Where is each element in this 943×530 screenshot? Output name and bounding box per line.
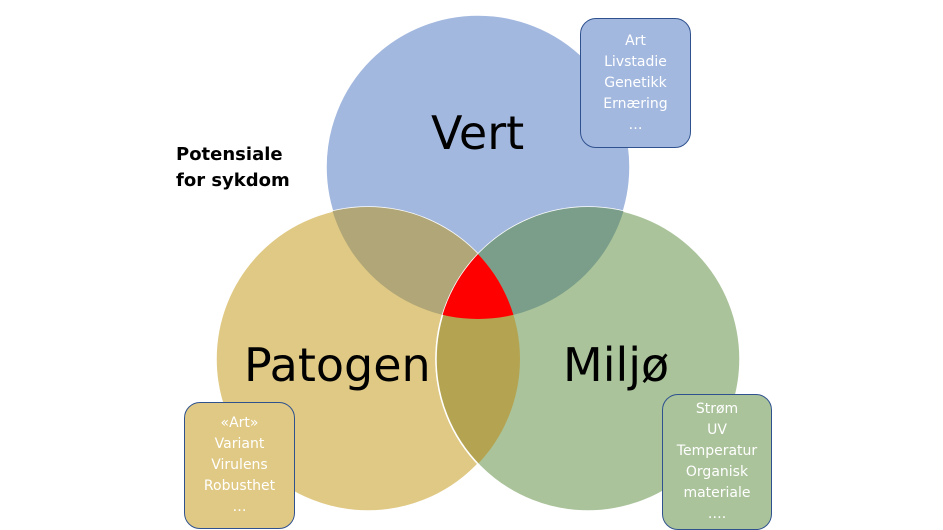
overlap-vert-miljo (436, 207, 630, 319)
box-item: …. (707, 506, 727, 522)
box-item: Ernæring (603, 95, 668, 112)
box-item: Strøm (695, 401, 739, 417)
box-item: Livstadie (604, 53, 667, 70)
box-item: Virulens (211, 457, 268, 473)
host-factors-box: Art Livstadie Genetikk Ernæring … (580, 18, 691, 148)
environment-factors-box: Strøm UV Temperatur Organisk materiale …… (662, 394, 772, 530)
pathogen-factors-box: «Art» Variant Virulens Robusthet … (184, 402, 295, 529)
box-item: … (232, 499, 247, 515)
box-item: Art (625, 32, 646, 49)
disease-potential-caption: Potensiale for sykdom (176, 142, 290, 194)
box-item: Genetikk (604, 74, 667, 91)
label-patogen: Patogen (244, 338, 431, 392)
box-item: materiale (683, 485, 751, 501)
label-vert: Vert (431, 106, 525, 160)
caption-line-2: for sykdom (176, 170, 290, 191)
box-item: «Art» (220, 415, 259, 431)
caption-line-1: Potensiale (176, 144, 283, 165)
box-item: … (628, 116, 643, 133)
overlap-vert-patogen (326, 207, 520, 319)
box-item: Organisk (685, 464, 749, 480)
box-item: UV (707, 422, 727, 438)
label-miljo: Miljø (563, 338, 670, 392)
box-item: Variant (214, 436, 265, 452)
box-item: Robusthet (203, 478, 276, 494)
box-item: Temperatur (676, 443, 758, 459)
